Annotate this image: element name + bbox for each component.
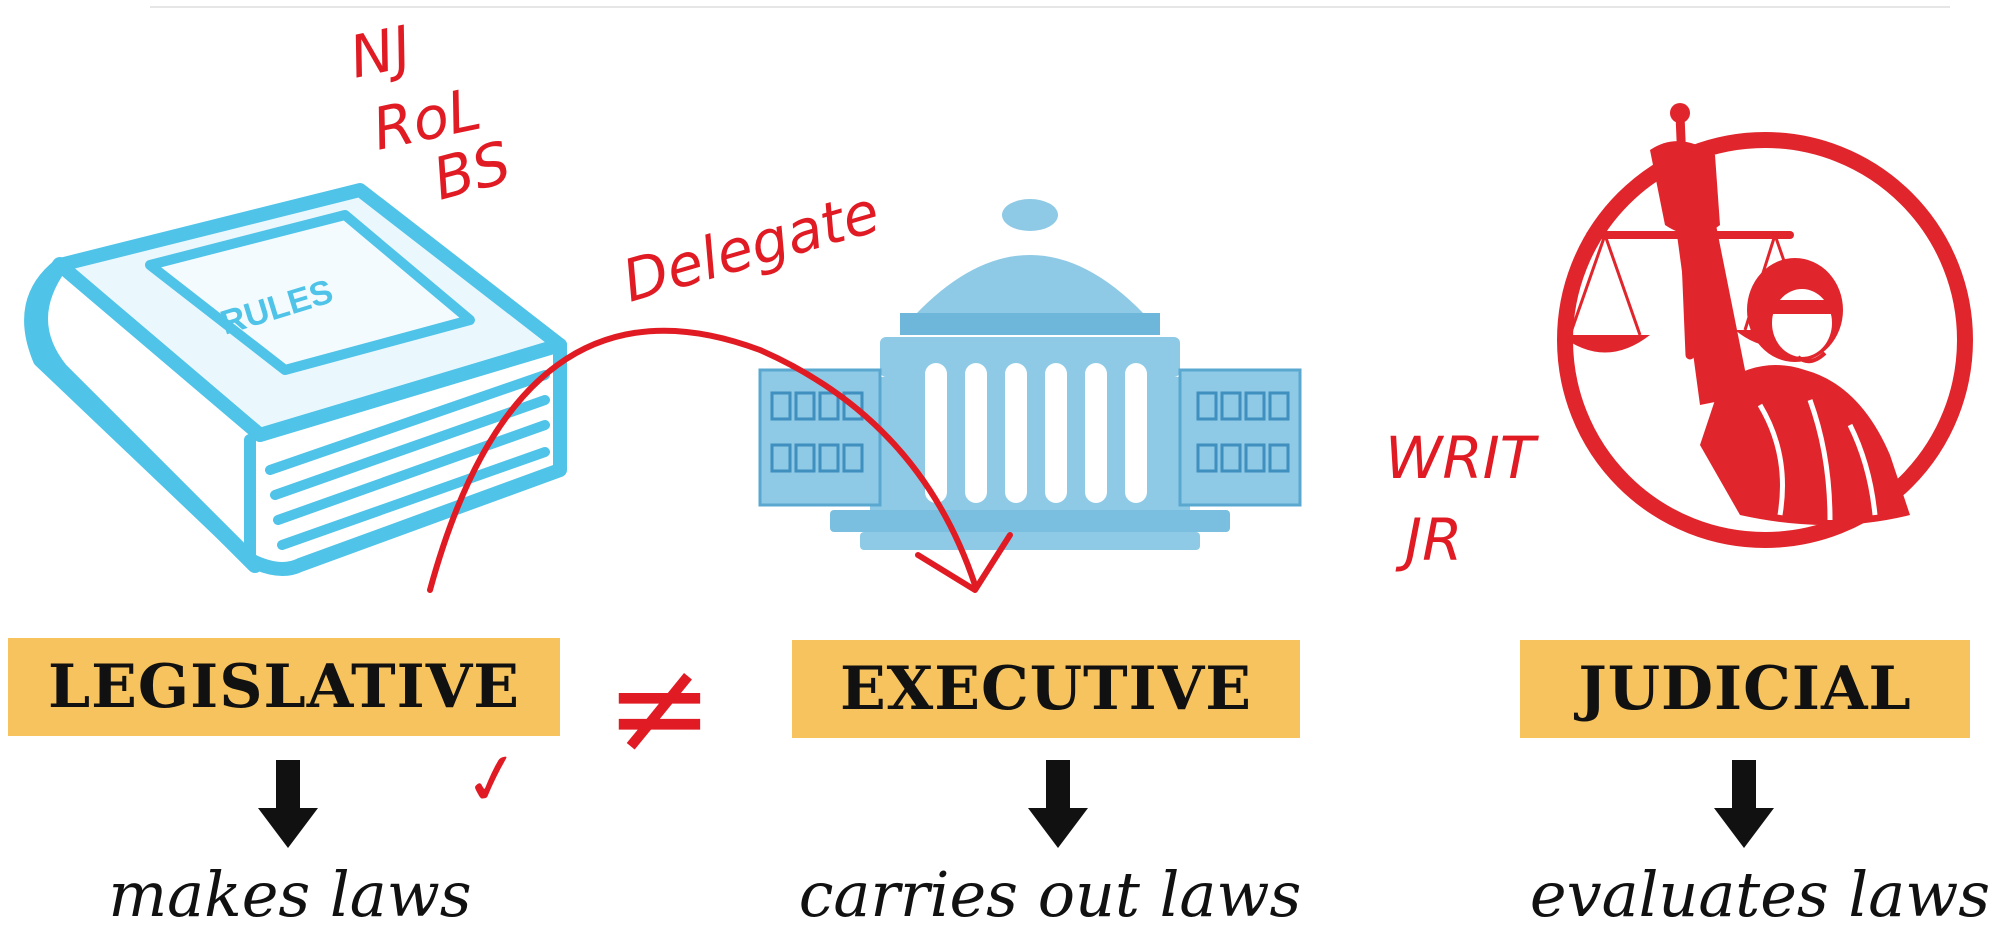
government-building-icon	[758, 199, 1302, 550]
rules-book-icon: RULES	[24, 183, 567, 576]
judicial-label: JUDICIAL	[1520, 640, 1970, 738]
legislative-description: makes laws	[108, 858, 472, 931]
note-writ: WRIT	[1385, 424, 1540, 492]
judicial-down-arrow-icon	[1714, 760, 1774, 848]
delegation-arrowhead	[915, 532, 1013, 593]
legislative-label: LEGISLATIVE	[8, 638, 560, 736]
executive-label: EXECUTIVE	[792, 640, 1300, 738]
lady-justice-icon	[1557, 103, 1973, 548]
top-rule	[150, 6, 1950, 8]
tick-mark: ✓	[457, 734, 529, 825]
judicial-description: evaluates laws	[1529, 858, 1991, 931]
note-delegate: Delegate	[615, 178, 886, 316]
not-equal-sign: ≠	[605, 631, 714, 783]
legislative-down-arrow-icon	[258, 760, 318, 848]
note-nj: NJ	[344, 13, 417, 92]
delegation-arrow	[427, 327, 978, 593]
executive-description: carries out laws	[798, 858, 1302, 931]
note-jr: JR	[1395, 506, 1462, 574]
executive-down-arrow-icon	[1028, 760, 1088, 848]
